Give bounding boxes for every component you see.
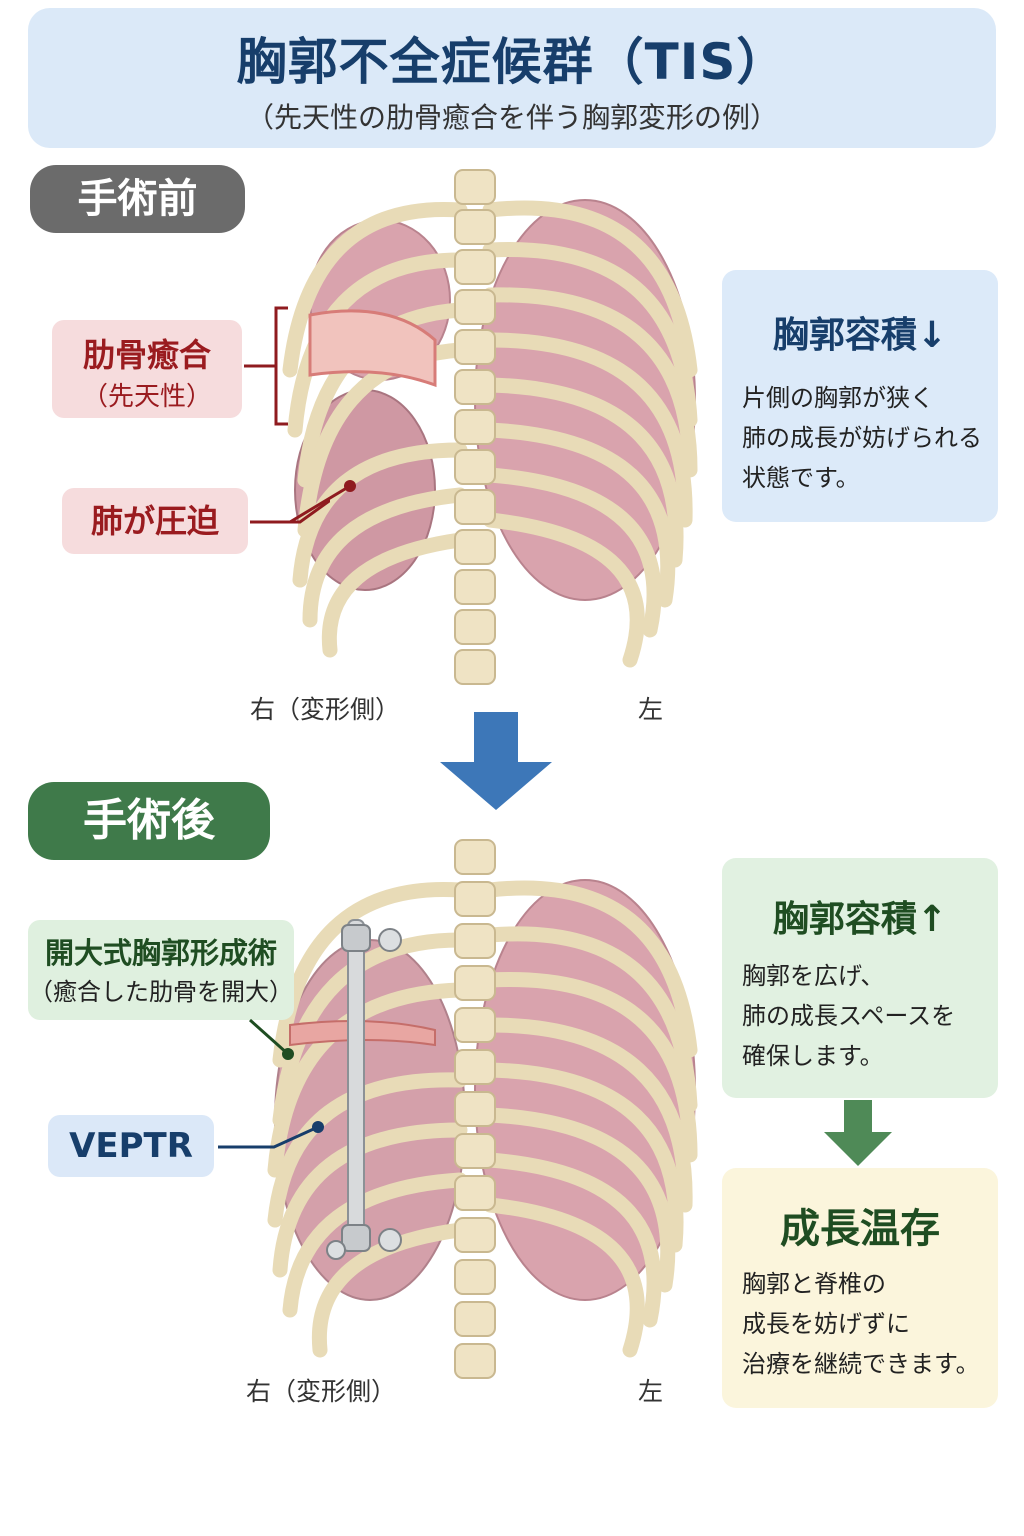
volume-increase-title-text: 胸郭容積 — [772, 899, 917, 940]
veptr-device — [326, 919, 402, 1260]
page-subtitle: （先天性の肋骨癒合を伴う胸郭変形の例） — [245, 101, 778, 134]
spine-after — [454, 839, 496, 1379]
rib-fusion-subtitle: （先天性） — [81, 382, 212, 412]
before-right-side-label: 右（変形側） — [250, 695, 401, 724]
growth-preservation-title: 成長温存 — [780, 1206, 940, 1252]
after-left-side-label: 左 — [638, 1377, 664, 1406]
growth-preservation-text: 胸郭と脊椎の 成長を妨げずに 治療を継続できます。 — [742, 1270, 980, 1378]
volume-decrease-title: 胸郭容積↓ — [722, 306, 998, 358]
after-section-label: 手術後 — [28, 782, 270, 860]
veptr-label: VEPTR — [48, 1115, 214, 1177]
rib-fusion-title: 肋骨癒合 — [82, 336, 211, 374]
spine — [454, 169, 496, 685]
up-arrow-icon: ↑ — [916, 899, 948, 940]
volume-decrease-box: 胸郭容積↓ 片側の胸郭が狭く 肺の成長が妨げられる 状態です。 — [722, 270, 998, 522]
lung-compressed-label: 肺が圧迫 — [62, 488, 248, 554]
after-right-side-label: 右（変形側） — [246, 1377, 397, 1406]
lung-leader-line — [250, 480, 356, 524]
after-ribcage-illustration — [267, 839, 698, 1379]
procedure-subtitle: （癒合した肋骨を開大） — [29, 978, 293, 1006]
down-arrow-icon: ↓ — [916, 315, 948, 356]
header-banner: 胸郭不全症候群（TIS） （先天性の肋骨癒合を伴う胸郭変形の例） — [28, 8, 996, 148]
before-section-label: 手術前 — [30, 165, 245, 233]
green-down-arrow-icon — [824, 1100, 892, 1166]
rib-group-left — [482, 200, 698, 668]
volume-increase-box: 胸郭容積↑ 胸郭を広げ、 肺の成長スペースを 確保します。 — [722, 858, 998, 1098]
growth-preservation-box: 成長温存 胸郭と脊椎の 成長を妨げずに 治療を継続できます。 — [722, 1168, 998, 1408]
rib-fusion-callout: 肋骨癒合 （先天性） — [52, 320, 242, 418]
procedure-title: 開大式胸郭形成術 — [44, 936, 277, 970]
volume-decrease-text: 片側の胸郭が狭く 肺の成長が妨げられる 状態です。 — [742, 384, 982, 492]
before-left-side-label: 左 — [638, 695, 664, 724]
volume-increase-text: 胸郭を広げ、 肺の成長スペースを 確保します。 — [742, 962, 956, 1070]
veptr-leader-line — [218, 1121, 324, 1149]
volume-decrease-title-text: 胸郭容積 — [772, 315, 917, 356]
rib-group-left-after — [482, 880, 698, 1358]
before-ribcage-illustration — [282, 169, 698, 685]
procedure-leader-line — [248, 1018, 294, 1060]
volume-increase-title: 胸郭容積↑ — [722, 890, 998, 942]
procedure-callout: 開大式胸郭形成術 （癒合した肋骨を開大） — [28, 920, 294, 1020]
fused-ribs — [308, 309, 437, 388]
page-title: 胸郭不全症候群（TIS） — [236, 33, 788, 91]
down-arrow-icon-main — [440, 712, 552, 810]
